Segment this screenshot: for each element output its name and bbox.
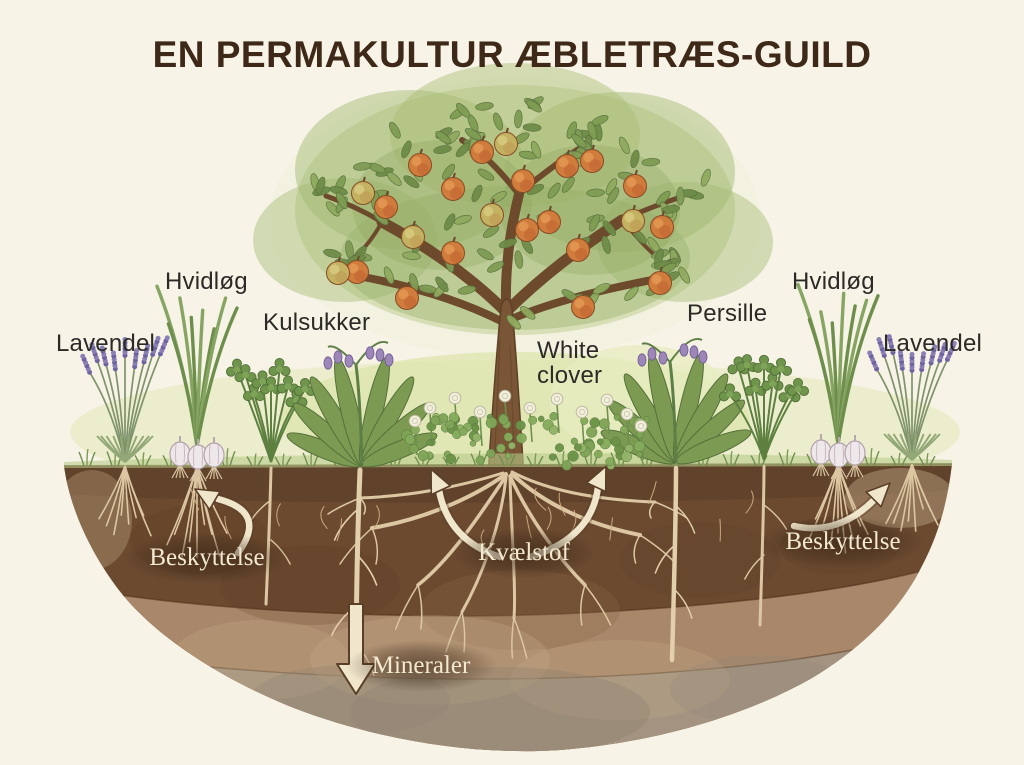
label-kvaelstof: Kvælstof <box>452 527 596 579</box>
label-hvidlog-left: Hvidløg <box>165 268 248 295</box>
white-clover-patch <box>401 389 651 471</box>
label-mineraler: Mineraler <box>345 640 497 692</box>
label-white-clover: White clover <box>537 337 603 390</box>
label-kulsukker: Kulsukker <box>263 309 371 336</box>
lavender-plant <box>867 334 957 461</box>
label-hvidlog-right: Hvidløg <box>792 268 875 295</box>
page-title: EN PERMAKULTUR ÆBLETRÆS-GUILD <box>152 34 872 75</box>
label-lavendel-right: Lavendel <box>883 330 983 357</box>
garlic-plant <box>796 282 880 480</box>
label-beskyttelse-right: Beskyttelse <box>759 516 927 568</box>
parsley-plant <box>719 354 810 461</box>
apples <box>326 127 674 319</box>
label-beskyttelse-left: Beskyttelse <box>123 532 291 584</box>
label-lavendel-left: Lavendel <box>56 330 156 357</box>
parsley-plant <box>225 358 316 463</box>
label-persille: Persille <box>687 300 768 327</box>
comfrey-plant <box>286 341 438 468</box>
garlic-plant <box>155 284 239 482</box>
tree-leaves <box>310 96 711 330</box>
lavender-plant <box>80 335 170 463</box>
